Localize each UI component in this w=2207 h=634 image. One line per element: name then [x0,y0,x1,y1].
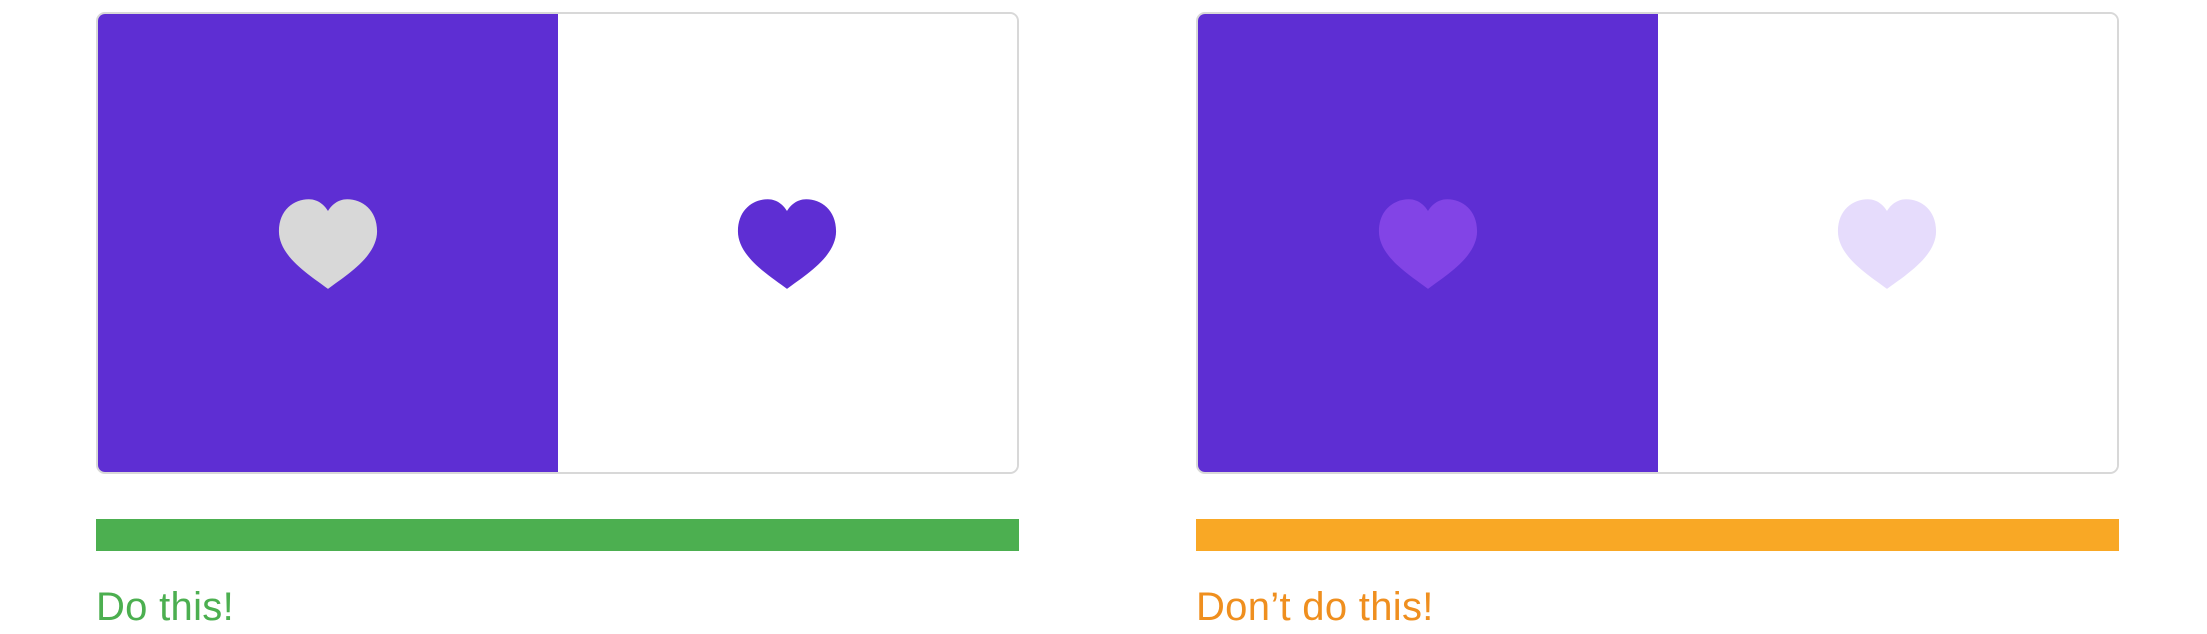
heart-icon [1378,199,1477,289]
dont-caption: Don’t do this! [1196,585,1434,629]
dont-example-card [1196,12,2119,474]
light-panel [557,14,1017,472]
heart-icon [1838,199,1937,289]
do-example-card [96,12,1019,474]
do-example: Do this! [96,12,1019,631]
dark-panel [1198,14,1658,472]
dont-example: Don’t do this! [1196,12,2119,631]
light-panel [1657,14,2117,472]
warning-bar [1196,519,2119,551]
heart-icon [278,199,377,289]
dark-panel [98,14,558,472]
success-bar [96,519,1019,551]
heart-icon [738,199,837,289]
do-caption: Do this! [96,585,235,629]
